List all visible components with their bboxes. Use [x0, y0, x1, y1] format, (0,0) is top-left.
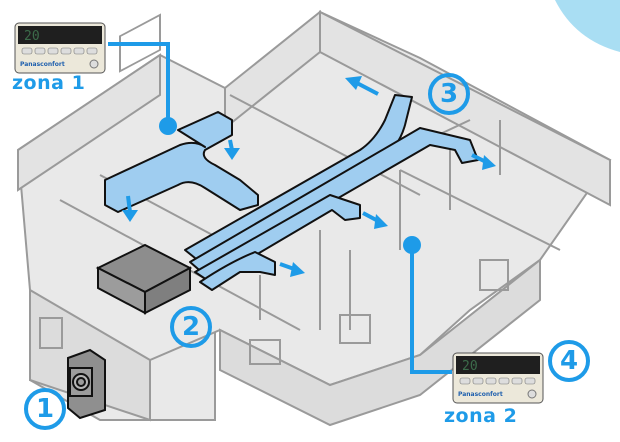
- indoor-unit: [95, 243, 193, 315]
- thermostat-panel-icon: 20 Panasconfort: [14, 22, 106, 74]
- thermostat-panel-icon: 20 Panasconfort: [452, 352, 544, 404]
- duct-main-4: [199, 251, 276, 291]
- thermostat-zona1: 20 Panasconfort: [14, 22, 106, 74]
- marker-3: 3: [428, 73, 470, 115]
- air-arrows: [122, 76, 496, 277]
- marker-1: 1: [24, 388, 66, 430]
- outdoor-unit: [67, 348, 106, 420]
- arrow-outlet-3: [345, 76, 379, 96]
- arrow-outlet-4: [471, 153, 496, 170]
- corner-bubble: [555, 0, 620, 52]
- wall-front-right: [219, 257, 541, 427]
- svg-text:20: 20: [24, 29, 40, 44]
- arrow-outlet-1: [122, 195, 138, 222]
- leader-zona2: [410, 245, 452, 374]
- arrow-outlet-6: [279, 262, 305, 277]
- leader-lines: [108, 42, 452, 374]
- svg-text:Panasconfort: Panasconfort: [20, 61, 65, 68]
- zone-label-2: zona 2: [444, 405, 518, 427]
- leader-zona1: [108, 42, 170, 125]
- arrow-outlet-5: [362, 211, 388, 229]
- wall-back-right: [319, 10, 611, 207]
- zone-label-1: zona 1: [12, 72, 86, 94]
- svg-text:Panasconfort: Panasconfort: [458, 391, 503, 398]
- ductwork: [104, 94, 479, 291]
- wall-back-left: [17, 53, 161, 192]
- duct-zona1: [104, 111, 259, 213]
- thermostat-zona2: 20 Panasconfort: [452, 352, 544, 404]
- arrow-outlet-2: [224, 139, 240, 160]
- svg-text:20: 20: [462, 359, 478, 374]
- marker-2: 2: [170, 306, 212, 348]
- marker-4: 4: [548, 340, 590, 382]
